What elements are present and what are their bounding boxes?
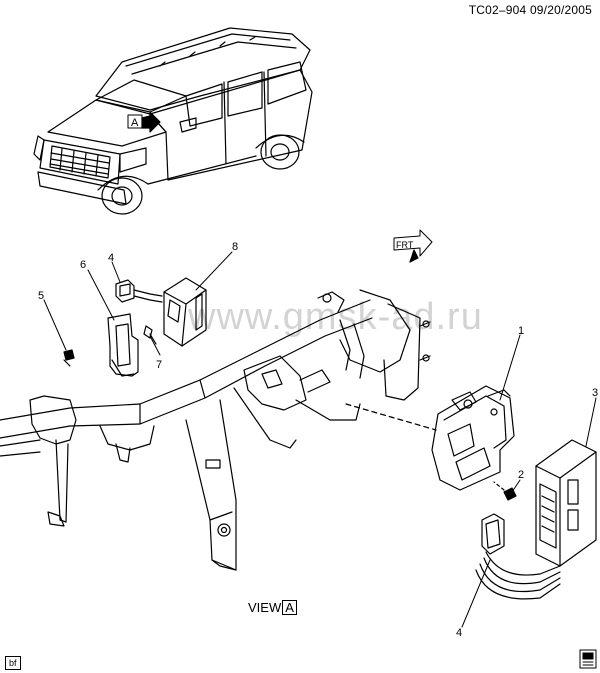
harness-connector-part-4-lower [475,513,561,600]
callout-5: 5 [38,290,44,302]
callout-3: 3 [592,387,598,399]
view-a-arrow-label: A [131,117,139,129]
connector-part-4-upper [115,279,163,303]
front-arrow [393,229,433,263]
bracket-part-6 [107,313,139,377]
screw-part-7 [143,325,157,345]
control-module-part-3 [535,439,597,567]
book-reference-icon [579,649,597,669]
vehicle-illustration [33,27,313,215]
callout-4-upper: 4 [108,252,114,264]
diagram-code: TC02–904 [468,3,527,17]
callout-8: 8 [232,241,238,253]
callout-4-lower: 4 [456,627,462,639]
diagram-header: TC02–904 09/20/2005 [469,3,592,17]
callout-numbers: 1 2 3 4 4 5 6 7 8 [38,241,598,639]
view-label-letter: A [282,600,297,615]
cross-car-beam [0,289,431,571]
callout-7: 7 [156,359,162,371]
callout-1: 1 [518,325,524,337]
callout-leaders [43,251,597,628]
front-arrow-label: FRT [396,240,414,250]
view-label-prefix: VIEW [248,600,282,615]
view-a-arrow [127,111,161,133]
clip-part-5 [63,349,75,367]
corner-label: bf [5,656,21,670]
diagram-date: 09/20/2005 [529,3,592,17]
callout-6: 6 [80,259,86,271]
leader-dashed-1 [345,403,437,431]
module-part-8 [163,277,207,347]
watermark: www.gmsk-ad.ru [188,296,483,338]
bracket-part-1 [431,385,515,491]
callout-2: 2 [518,469,524,481]
